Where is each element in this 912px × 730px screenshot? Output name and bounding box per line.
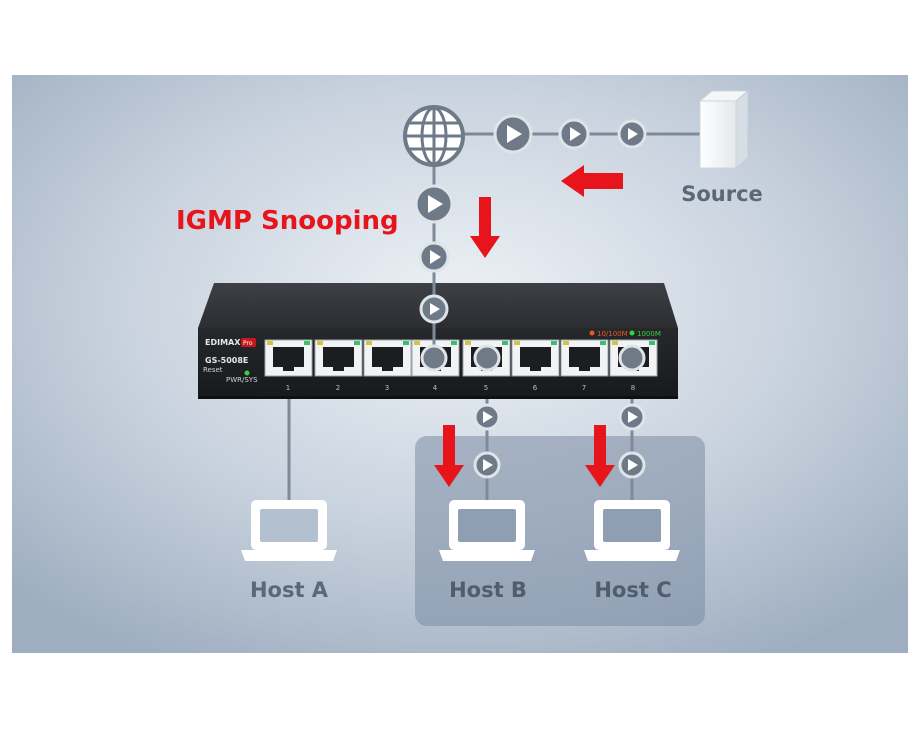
port-connector-icon (420, 344, 646, 372)
switch-port (314, 339, 363, 377)
server-icon (698, 89, 750, 170)
laptop-icon (439, 500, 535, 561)
play-node-icon (558, 118, 590, 150)
switch-reset-label: Reset (203, 366, 223, 374)
speed-label-2: 1000M (637, 330, 661, 338)
host-b-label: Host B (449, 578, 527, 602)
switch-brand: EDIMAX (205, 338, 241, 347)
port-number: 5 (484, 384, 488, 392)
switch-pwr-label: PWR/SYS (226, 376, 258, 384)
port-number: 8 (631, 384, 635, 392)
source-label: Source (681, 182, 763, 206)
port-number: 6 (533, 384, 538, 392)
red-arrow-icon (585, 425, 615, 487)
network-switch: EDIMAX Pro GS-5008E Reset PWR/SYS 10/100… (198, 283, 678, 399)
switch-port (560, 339, 609, 377)
port-number: 2 (336, 384, 340, 392)
play-node-icon (617, 119, 647, 149)
play-node-icon (419, 294, 449, 324)
play-node-icon (473, 403, 501, 431)
switch-port (511, 339, 560, 377)
play-node-icon (418, 241, 450, 273)
globe-icon (403, 105, 465, 167)
play-node-icon (618, 403, 646, 431)
red-arrow-icon (434, 425, 464, 487)
switch-brand-suffix: Pro (243, 340, 253, 347)
port-number: 1 (286, 384, 290, 392)
switch-model: GS-5008E (205, 356, 248, 365)
play-node-icon (473, 451, 501, 479)
diagram-title: IGMP Snooping (176, 206, 399, 236)
play-node-icon (493, 114, 533, 154)
port-number: 4 (433, 384, 438, 392)
red-arrow-icon (470, 197, 500, 258)
host-c-label: Host C (594, 578, 671, 602)
play-node-icon (414, 184, 454, 224)
port-number: 3 (385, 384, 389, 392)
play-node-icon (618, 451, 646, 479)
switch-port (363, 339, 412, 377)
speed-label-1: 10/100M (597, 330, 628, 338)
switch-port (264, 339, 313, 377)
pwr-led (244, 370, 250, 376)
host-a-label: Host A (250, 578, 329, 602)
port-number: 7 (582, 384, 586, 392)
laptop-icon (241, 500, 337, 561)
red-arrow-icon (561, 165, 623, 197)
laptop-icon (584, 500, 680, 561)
